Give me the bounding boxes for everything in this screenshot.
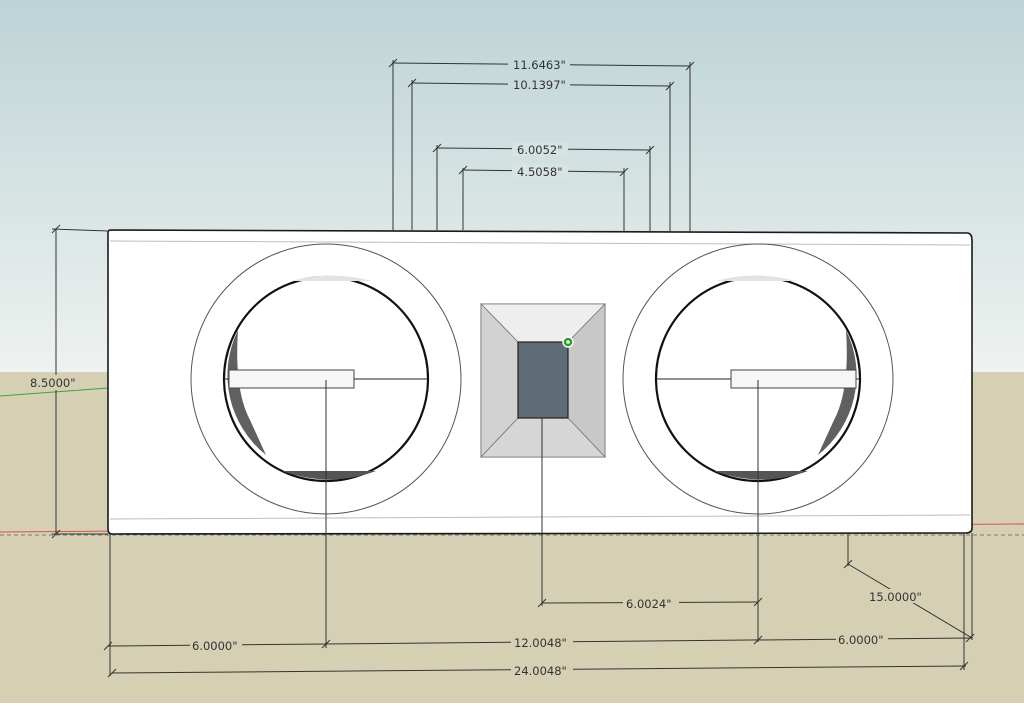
speaker-to-speaker-label[interactable]: 12.0048" xyxy=(514,636,567,650)
left-speaker-top-sliver xyxy=(292,275,372,281)
left-speaker-bar[interactable] xyxy=(228,369,355,389)
box-bottom-edge xyxy=(109,514,971,520)
center-to-speaker-label[interactable]: 6.0024" xyxy=(626,597,672,611)
center-port[interactable] xyxy=(480,303,606,459)
top-dimension-labels: 11.6463" 10.1397" 6.0052" 4.5058" xyxy=(508,57,570,179)
left-edge-to-speaker-label[interactable]: 6.0000" xyxy=(192,639,238,653)
overall-width-label[interactable]: 24.0048" xyxy=(514,664,567,678)
right-speaker-shadow-right xyxy=(818,330,857,455)
right-speaker-bar[interactable] xyxy=(730,369,857,389)
height-dimension-label[interactable]: 8.5000" xyxy=(30,376,76,390)
left-speaker-shadow-bottom xyxy=(282,471,376,480)
top-dimensions[interactable] xyxy=(388,58,695,232)
port-opening[interactable] xyxy=(517,341,569,419)
box-top-edge xyxy=(109,240,971,246)
bottom-dimension-labels: 6.0024" 6.0000" 12.0048" 6.0000" 24.0048… xyxy=(190,589,929,678)
speaker-to-right-edge-label[interactable]: 6.0000" xyxy=(838,633,884,647)
dim-top-4-label[interactable]: 4.5058" xyxy=(517,165,563,179)
snap-point-center xyxy=(566,340,570,344)
depth-dimension-label[interactable]: 15.0000" xyxy=(869,590,922,604)
right-speaker-shadow-bottom xyxy=(714,471,808,480)
speaker-box[interactable] xyxy=(107,229,973,535)
dim-top-2-label[interactable]: 10.1397" xyxy=(513,78,566,92)
green-axis-line xyxy=(0,387,109,397)
right-speaker-top-sliver xyxy=(716,275,796,281)
left-speaker-shadow-left xyxy=(227,330,266,455)
dim-top-1-label[interactable]: 11.6463" xyxy=(513,58,566,72)
dim-top-3-label[interactable]: 6.0052" xyxy=(517,143,563,157)
